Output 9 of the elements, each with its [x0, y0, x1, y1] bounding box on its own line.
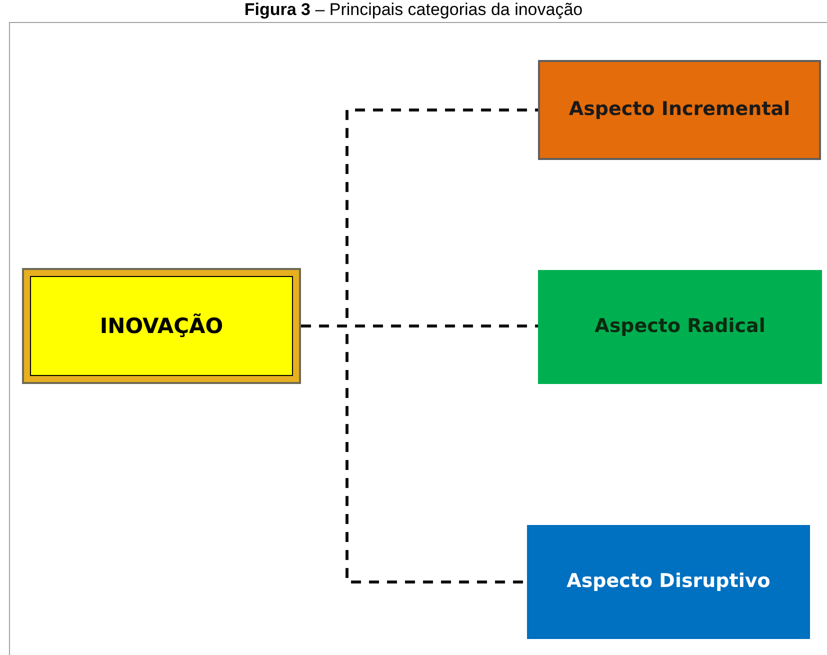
- category-box: [538, 270, 822, 384]
- figure-title: Figura 3 – Principais categorias da inovação: [243, 0, 584, 20]
- box-label: INOVAÇÃO: [98, 312, 224, 340]
- box-label: Aspecto Radical: [594, 314, 766, 340]
- box-label: Aspecto Disruptivo: [566, 569, 772, 594]
- category-box: [538, 60, 821, 160]
- box-label: Aspecto Incremental: [568, 97, 792, 122]
- category-box: [22, 268, 301, 384]
- category-box: [527, 525, 810, 639]
